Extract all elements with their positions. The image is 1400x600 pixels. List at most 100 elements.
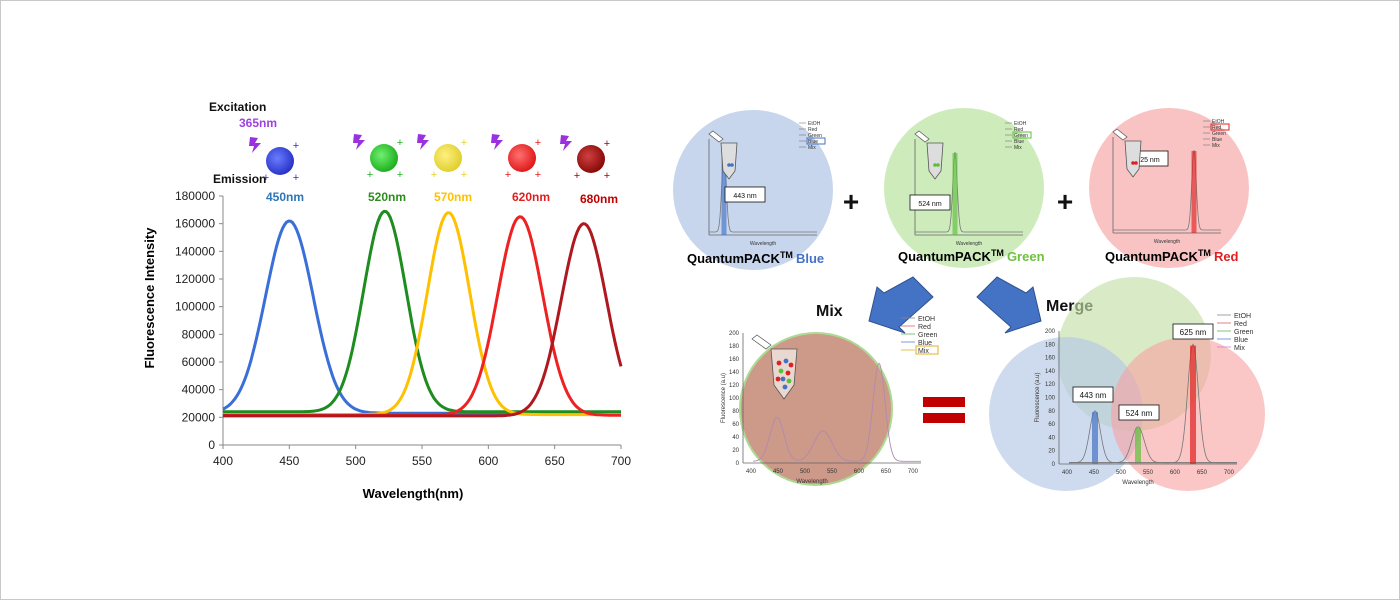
plus-sign-1: + [843, 186, 859, 217]
tube-dot [1134, 161, 1138, 165]
mini-legend-label: Red [808, 127, 817, 133]
mini-legend-label: Red [1014, 127, 1023, 133]
mix-tube-dot [783, 358, 789, 364]
mix-y-tick-label: 60 [732, 422, 739, 428]
mix-legend-label: EtOH [918, 316, 935, 323]
mini-legend-label: Red [1212, 125, 1221, 131]
merge-peak-label: 443 nm [1080, 391, 1107, 400]
plus-sign-2: + [1057, 186, 1073, 217]
merge-x-tick-label: 450 [1089, 470, 1100, 476]
tube-dot [730, 163, 734, 167]
series-line-570nm [223, 211, 621, 417]
mini-legend-label: Green [808, 133, 822, 139]
sparkle-icon: + [505, 169, 511, 181]
merge-peak-box [1118, 404, 1160, 421]
merge-x-tick-label: 650 [1197, 470, 1208, 476]
sparkle-icon: + [397, 137, 403, 149]
merge-y-tick-label: 100 [1045, 396, 1056, 402]
mix-x-tick-label: 600 [854, 469, 865, 475]
pipette-icon [1112, 128, 1128, 141]
mix-curve [752, 362, 921, 462]
quantum-dot-particle [434, 144, 462, 172]
mini-curve [915, 151, 1023, 233]
x-tick-label: 700 [611, 454, 631, 468]
merge-peak-label: 625 nm [1180, 328, 1207, 337]
excitation-bolt-icon [491, 134, 503, 150]
mix-pipette-icon [751, 334, 772, 350]
merge-x-label: Wavelength [1122, 480, 1153, 486]
pipette-icon [708, 130, 724, 143]
y-tick-label: 80000 [182, 327, 216, 341]
merge-y-tick-label: 20 [1048, 449, 1055, 455]
merge-x-tick-label: 400 [1062, 470, 1073, 476]
merge-peak-band [1135, 428, 1141, 464]
y-tick-label: 140000 [175, 244, 215, 258]
quantum-dot-particle [577, 145, 605, 173]
merge-peak-band [1190, 345, 1196, 464]
x-tick-label: 600 [478, 454, 498, 468]
mix-tube-dot [778, 368, 784, 374]
quantum-dot-particle [266, 147, 294, 175]
mix-y-tick-label: 20 [732, 448, 739, 454]
excitation-value: 365nm [239, 116, 277, 130]
y-tick-label: 160000 [175, 217, 215, 231]
tube-dot [727, 163, 731, 167]
y-tick-label: 20000 [182, 410, 216, 424]
merge-y-label: Fluorescence (a.u) [1035, 372, 1041, 422]
merge-y-tick-label: 0 [1052, 462, 1056, 468]
mix-title: Mix [816, 303, 843, 320]
mix-y-tick-label: 100 [729, 396, 740, 402]
merge-red-circle [1111, 337, 1265, 491]
sparkle-icon: + [461, 169, 467, 181]
tube-dot [1131, 161, 1135, 165]
mini-legend-label: Green [1014, 133, 1028, 139]
mini-legend-label: Mix [1014, 145, 1022, 151]
merge-y-tick-label: 120 [1045, 382, 1056, 388]
mini-legend-label: EtOH [1014, 121, 1027, 127]
sparkle-icon: + [604, 138, 610, 150]
excitation-bolt-icon [417, 134, 429, 150]
mini-peak-band [952, 153, 958, 235]
merge-y-tick-label: 200 [1045, 329, 1056, 335]
mix-x-tick-label: 400 [746, 469, 757, 475]
x-tick-label: 500 [346, 454, 366, 468]
mini-legend-highlight [806, 137, 826, 145]
mix-y-tick-label: 140 [729, 370, 740, 376]
tube-dot [936, 163, 940, 167]
mix-tube-dot [775, 376, 781, 382]
x-axis-label: Wavelength(nm) [363, 486, 464, 501]
merge-peak-box [1172, 323, 1214, 340]
mini-legend-label: EtOH [1212, 119, 1225, 125]
x-tick-label: 400 [213, 454, 233, 468]
excitation-bolt-icon [249, 137, 261, 153]
sparkle-icon: + [574, 170, 580, 182]
excitation-bolt-icon [560, 135, 572, 151]
sparkle-icon: + [293, 172, 299, 184]
y-tick-label: 0 [208, 438, 215, 452]
peak-label: 680nm [580, 192, 618, 206]
merge-peak-band [1092, 412, 1098, 464]
peak-label: 620nm [512, 190, 550, 204]
merge-y-tick-label: 160 [1045, 356, 1056, 362]
merge-arrow [976, 276, 1042, 334]
quantumpack-green-panel [884, 108, 1044, 268]
mix-legend-highlight [915, 345, 939, 355]
emission-spectrum-chart: 0200004000060000800001000001200001400001… [142, 100, 631, 501]
tube-icon [926, 142, 944, 180]
y-tick-label: 120000 [175, 272, 215, 286]
merge-curve [1069, 343, 1237, 464]
merge-y-tick-label: 140 [1045, 369, 1056, 375]
equals-bottom [923, 413, 965, 423]
mini-legend-highlight [1012, 131, 1032, 139]
emission-label: Emission [213, 172, 266, 186]
y-tick-label: 40000 [182, 383, 216, 397]
mix-y-label: Fluorescence (a.u) [721, 373, 727, 423]
mix-tube-dot [786, 378, 792, 384]
merge-y-tick-label: 180 [1045, 342, 1056, 348]
excitation-label: Excitation [209, 100, 266, 114]
mix-tube-dot [780, 376, 786, 382]
mini-peak-box [909, 194, 951, 211]
